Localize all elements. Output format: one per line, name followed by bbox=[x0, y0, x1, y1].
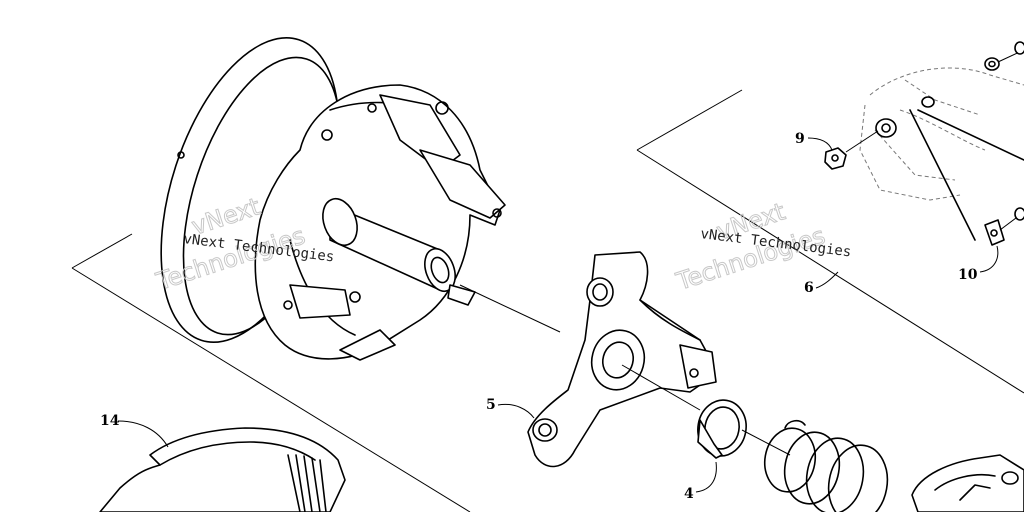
part-4-bearing-ring bbox=[697, 399, 747, 459]
primary-clutch-assembly bbox=[160, 37, 506, 361]
part-10-clip bbox=[984, 207, 1024, 246]
spider-part bbox=[911, 454, 1024, 513]
leader-line-ring bbox=[741, 429, 791, 456]
leader-line-shaft bbox=[459, 284, 561, 333]
leader-10 bbox=[979, 245, 999, 273]
part-5-bracket bbox=[527, 251, 717, 468]
leader-5 bbox=[497, 403, 535, 419]
leader-9 bbox=[807, 137, 833, 151]
drive-belt bbox=[99, 427, 346, 513]
callout-5: 5 bbox=[486, 397, 496, 413]
reference-plane-right bbox=[636, 89, 1024, 394]
cam-assembly-ghost bbox=[859, 67, 1024, 241]
primary-spring bbox=[763, 419, 889, 516]
callout-14: 14 bbox=[100, 413, 120, 429]
part-9-nut bbox=[824, 130, 879, 170]
callout-4: 4 bbox=[684, 486, 694, 502]
reference-plane-left bbox=[71, 233, 471, 513]
watermark-right: vNext Technologies vNext Technologies bbox=[672, 197, 852, 297]
leader-6 bbox=[815, 271, 839, 289]
callout-10: 10 bbox=[958, 267, 978, 283]
callout-6: 6 bbox=[804, 280, 814, 296]
leader-line-bracket bbox=[621, 364, 701, 411]
callout-9: 9 bbox=[795, 131, 805, 147]
leader-4 bbox=[695, 461, 717, 493]
washer-top bbox=[984, 41, 1024, 71]
leader-14 bbox=[117, 420, 169, 448]
